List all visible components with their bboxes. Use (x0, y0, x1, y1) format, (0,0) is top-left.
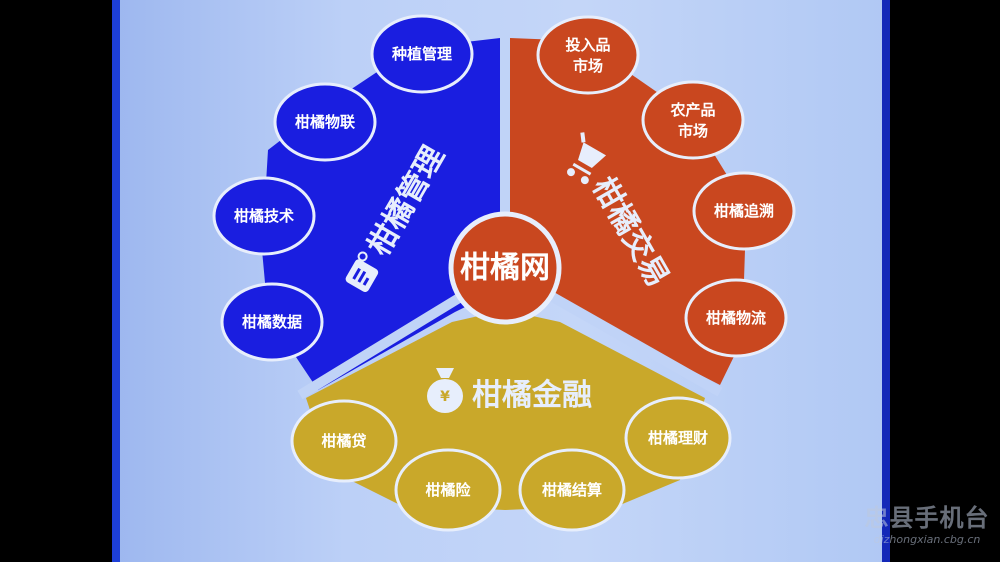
center-node[interactable]: 柑橘网 (448, 211, 562, 325)
shopping-cart-icon (567, 132, 607, 185)
bubble-finance-3[interactable]: 柑橘理财 (624, 396, 732, 480)
bubble-management-0[interactable]: 种植管理 (370, 14, 474, 94)
bubble-label: 种植管理 (391, 45, 452, 63)
bubble-management-2[interactable]: 柑橘技术 (212, 176, 316, 256)
svg-text:¥: ¥ (440, 389, 450, 405)
bubble-label-line2: 市场 (573, 57, 603, 75)
bubble-finance-1[interactable]: 柑橘险 (394, 448, 502, 532)
bubble-trade-2[interactable]: 柑橘追溯 (692, 171, 796, 251)
bubble-label: 柑橘物流 (706, 309, 766, 327)
screen-border-right (882, 0, 890, 562)
bubble-finance-0[interactable]: 柑橘贷 (290, 399, 398, 483)
center-label: 柑橘网 (460, 251, 550, 286)
watermark-title: 忠县手机台 (864, 504, 990, 532)
bubble-label-line2: 市场 (678, 122, 708, 140)
bubble-label: 柑橘结算 (542, 481, 602, 499)
bubble-label: 柑橘物联 (295, 113, 356, 131)
bubble-label-line1: 投入品 (565, 36, 610, 54)
bubble-trade-3[interactable]: 柑橘物流 (684, 278, 788, 358)
bubble-label: 柑橘数据 (242, 313, 302, 331)
bubble-label: 柑橘理财 (648, 429, 708, 447)
watermark: 忠县手机台 djzhongxian.cbg.cn (852, 504, 1000, 548)
screen-border-left (112, 0, 120, 562)
watermark-url: djzhongxian.cbg.cn (873, 533, 981, 546)
bubble-trade-1[interactable]: 农产品 市场 (641, 80, 745, 160)
bubble-trade-0[interactable]: 投入品 市场 (536, 15, 640, 95)
sector-finance-title: 柑橘金融 (472, 378, 592, 413)
document-gear-icon (345, 251, 379, 292)
bubble-management-3[interactable]: 柑橘数据 (220, 282, 324, 362)
bubble-finance-2[interactable]: 柑橘结算 (518, 448, 626, 532)
bubble-label-line1: 农产品 (669, 101, 715, 119)
bubble-label: 柑橘贷 (321, 432, 366, 450)
bubble-label: 柑橘追溯 (714, 202, 774, 220)
bubble-label: 柑橘险 (425, 481, 471, 499)
money-bag-yuan-icon: ¥ (427, 368, 463, 413)
bubble-management-1[interactable]: 柑橘物联 (273, 82, 377, 162)
bubble-label: 柑橘技术 (234, 207, 294, 225)
